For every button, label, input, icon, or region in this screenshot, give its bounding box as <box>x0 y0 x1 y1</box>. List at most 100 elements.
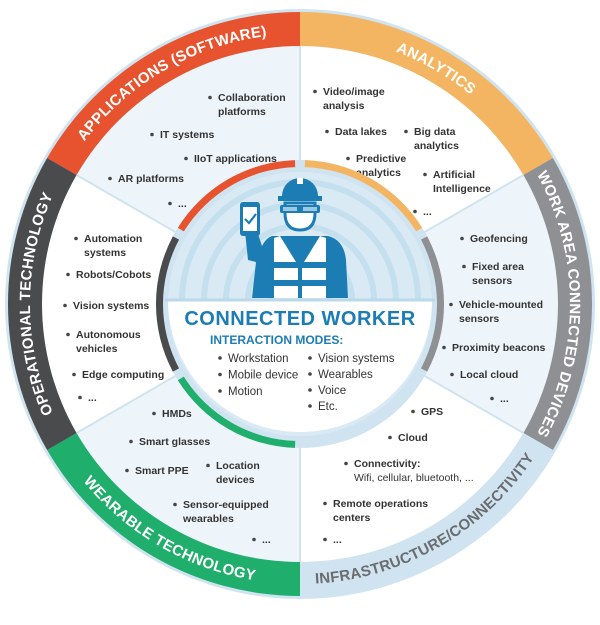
bullet-icon <box>313 89 317 94</box>
bullet-icon <box>66 332 70 337</box>
bullet-icon <box>308 372 312 376</box>
list-item: HMDs <box>152 408 192 420</box>
list-item: Vision systems <box>63 300 149 312</box>
bullet-icon <box>168 201 172 206</box>
item-text: wearables <box>182 513 234 525</box>
list-item: ... <box>78 392 97 404</box>
bullet-icon <box>323 501 327 506</box>
item-text: Proximity beacons <box>452 342 546 354</box>
item-text: Smart PPE <box>135 465 189 477</box>
panel-infrastructure <box>300 374 524 562</box>
ring-segment-analytics <box>300 12 553 175</box>
item-text: systems <box>84 247 126 259</box>
mode-item: Workstation <box>228 353 289 365</box>
inner-arc-infrastructure <box>304 376 423 448</box>
list-item: Edge computing <box>72 369 164 381</box>
item-text: devices <box>216 474 255 486</box>
inner-arc-wearable <box>177 376 296 448</box>
item-text: ... <box>88 392 97 404</box>
item-text: Geofencing <box>470 233 528 245</box>
bullet-icon <box>72 372 76 377</box>
item-text: Autonomous <box>76 329 141 341</box>
item-text: Data lakes <box>335 126 387 138</box>
list-item: ... <box>490 393 509 405</box>
item-text: Local cloud <box>460 369 518 381</box>
panel-applications <box>76 46 300 234</box>
mode-item: Voice <box>318 385 346 397</box>
list-item: Smart PPE <box>125 465 189 477</box>
bullet-icon <box>63 303 67 308</box>
bullet-icon <box>442 345 446 350</box>
bullet-icon <box>308 356 312 360</box>
ring-segment-applications <box>47 12 301 175</box>
item-text: Location <box>216 460 260 472</box>
worker-with-hardhat-smartglasses-phone-icon <box>240 178 348 298</box>
inner-ring <box>155 160 444 448</box>
item-text: platforms <box>218 106 266 118</box>
list-item: Cloud <box>388 432 428 444</box>
divider <box>76 373 180 434</box>
item-text: Remote operations <box>333 498 428 510</box>
bullet-icon <box>218 356 222 360</box>
list-item: Proximity beacons <box>442 342 546 354</box>
bullet-icon <box>449 302 453 307</box>
item-text: Video/image <box>323 86 385 98</box>
center-title: CONNECTED WORKER <box>184 308 415 330</box>
mode-item: Motion <box>228 386 263 398</box>
inner-arc-applications <box>177 160 296 232</box>
segment-dividers <box>76 46 524 562</box>
mode-item: Vision systems <box>318 353 395 365</box>
bullet-icon <box>74 236 78 241</box>
center-hub: CONNECTED WORKER INTERACTION MODES: Work… <box>155 160 444 448</box>
item-text: Automation <box>84 233 142 245</box>
item-text: analytics <box>356 167 401 179</box>
center-text-panel <box>168 300 432 432</box>
ring-segment-work_area <box>523 158 592 450</box>
bullet-icon <box>423 172 427 177</box>
bullet-icon <box>490 396 494 401</box>
bullet-icon <box>308 404 312 408</box>
list-item: ... <box>252 534 271 546</box>
bullet-icon <box>173 502 177 507</box>
list-item: Collaboration platforms <box>208 92 286 118</box>
mode-item: Mobile device <box>228 370 298 382</box>
list-item: IIoT applications <box>184 153 277 165</box>
ring-segment-infrastructure <box>300 433 553 596</box>
bullet-icon <box>129 439 133 444</box>
bullet-icon <box>346 156 350 161</box>
bullet-icon <box>66 272 70 277</box>
item-text: Collaboration <box>218 92 286 104</box>
item-text: Edge computing <box>82 369 164 381</box>
item-text: Artificial <box>433 169 475 181</box>
list-item: Automation systems <box>74 233 142 259</box>
inner-arc-work_area <box>420 236 444 372</box>
ring-segment-wearable <box>47 433 301 596</box>
item-text: Vehicle-mounted <box>459 299 543 311</box>
bullet-icon <box>206 463 210 468</box>
list-item: Local cloud <box>450 369 518 381</box>
item-text: Cloud <box>398 432 428 444</box>
list-item: Video/image analysis <box>313 86 385 112</box>
list-item: Smart glasses <box>129 436 210 448</box>
bullet-icon <box>150 132 154 137</box>
segment-panels <box>41 46 558 562</box>
bullet-icon <box>450 372 454 377</box>
list-item: ... <box>413 206 432 218</box>
bullet-icon <box>125 468 129 473</box>
inner-arc-operational <box>155 236 180 372</box>
item-text: Vision systems <box>73 300 149 312</box>
bullet-icon <box>218 389 222 393</box>
item-text: Wifi, cellular, bluetooth, ... <box>354 472 474 484</box>
bullet-icon <box>404 129 408 134</box>
item-text: ... <box>333 534 342 546</box>
item-text: HMDs <box>162 408 192 420</box>
item-text: analysis <box>323 100 365 112</box>
panel-analytics <box>300 46 524 234</box>
item-text: ... <box>178 198 187 210</box>
list-item: AR platforms <box>108 173 184 185</box>
